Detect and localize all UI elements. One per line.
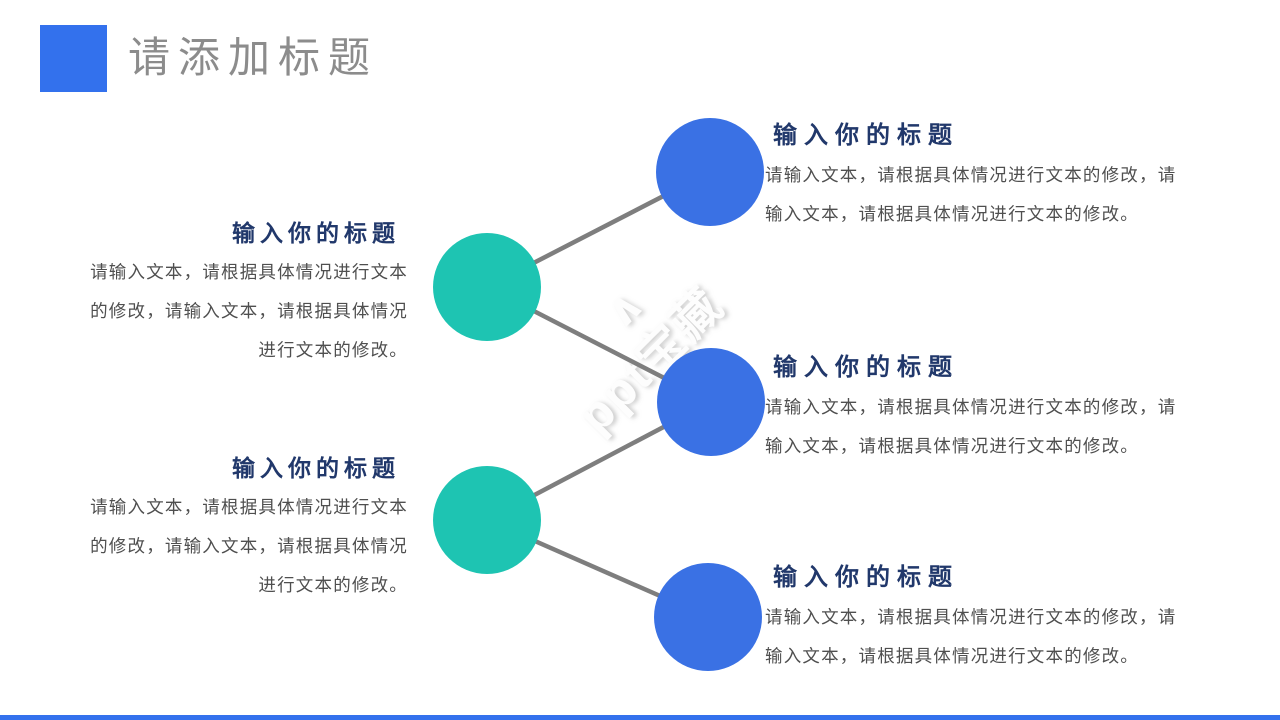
block-body: 请输入文本，请根据具体情况进行文本的修改，请输入文本，请根据具体情况进行文本的修… <box>90 497 408 595</box>
block-body: 请输入文本，请根据具体情况进行文本的修改，请输入文本，请根据具体情况进行文本的修… <box>765 165 1177 224</box>
node-circle-teal-1[interactable] <box>433 233 541 341</box>
node-circle-blue-3[interactable] <box>654 563 762 671</box>
text-block-left-1[interactable]: 输入你的标题 请输入文本，请根据具体情况进行文本的修改，请输入文本，请根据具体情… <box>83 217 408 370</box>
node-circle-teal-2[interactable] <box>433 466 541 574</box>
node-circle-blue-1[interactable] <box>656 118 764 226</box>
slide-title-placeholder[interactable]: 请添加标题 <box>128 34 379 81</box>
node-circle-blue-2[interactable] <box>657 348 765 456</box>
text-block-right-1[interactable]: 输入你的标题 请输入文本，请根据具体情况进行文本的修改，请输入文本，请根据具体情… <box>765 120 1185 234</box>
block-title: 输入你的标题 <box>773 564 959 591</box>
block-title: 输入你的标题 <box>232 455 400 481</box>
block-body: 请输入文本，请根据具体情况进行文本的修改，请输入文本，请根据具体情况进行文本的修… <box>90 262 408 360</box>
text-block-right-3[interactable]: 输入你的标题 请输入文本，请根据具体情况进行文本的修改，请输入文本，请根据具体情… <box>765 562 1185 676</box>
block-body: 请输入文本，请根据具体情况进行文本的修改，请输入文本，请根据具体情况进行文本的修… <box>765 607 1177 666</box>
footer-accent-bar <box>0 715 1280 720</box>
text-block-right-2[interactable]: 输入你的标题 请输入文本，请根据具体情况进行文本的修改，请输入文本，请根据具体情… <box>765 352 1185 466</box>
block-title: 输入你的标题 <box>773 122 959 149</box>
text-block-left-2[interactable]: 输入你的标题 请输入文本，请根据具体情况进行文本的修改，请输入文本，请根据具体情… <box>83 452 408 605</box>
title-accent-square <box>40 25 107 92</box>
block-title: 输入你的标题 <box>773 354 959 381</box>
block-title: 输入你的标题 <box>232 220 400 246</box>
block-body: 请输入文本，请根据具体情况进行文本的修改，请输入文本，请根据具体情况进行文本的修… <box>765 397 1177 456</box>
